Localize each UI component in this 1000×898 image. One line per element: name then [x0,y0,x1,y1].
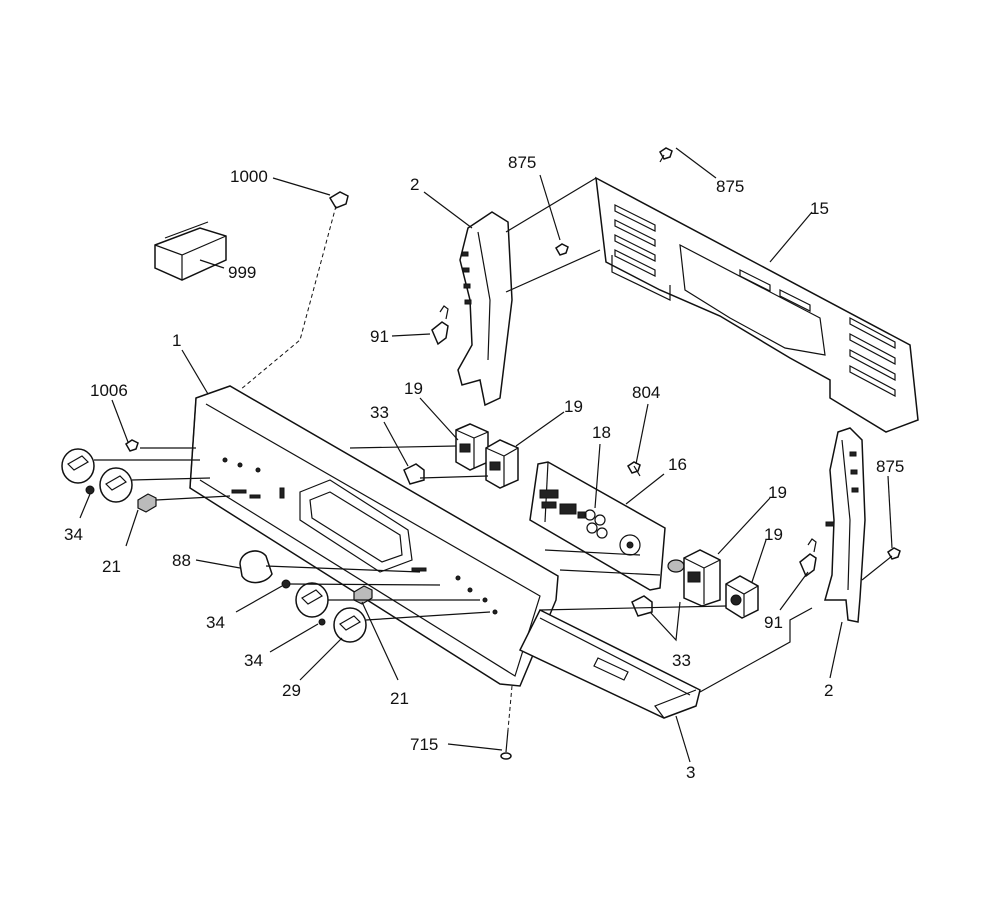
callout-88: 88 [172,551,191,570]
clip-33-a [403,463,425,485]
callout-19-b: 19 [564,397,583,416]
end-bracket-2-left [457,211,513,407]
knob-29 [333,607,367,643]
callout-3: 3 [686,763,695,782]
callout-1: 1 [172,331,181,350]
insert-21-a [137,493,157,513]
callout-34-b: 34 [206,613,225,632]
callout-91-right: 91 [764,613,783,632]
washer-34-a [85,485,95,495]
callout-18: 18 [592,423,611,442]
callout-715: 715 [410,735,438,754]
screw-1006 [125,439,139,452]
callout-19-c: 19 [768,483,787,502]
callout-2-top: 2 [410,175,419,194]
callout-34-a: 34 [64,525,83,544]
screw-875-mid [555,243,569,256]
callout-16: 16 [668,455,687,474]
callout-labels: 1000 999 2 875 875 15 91 1 1006 19 19 33… [64,153,904,782]
callout-875-b: 875 [716,177,744,196]
callout-1000: 1000 [230,167,268,186]
callout-91-left: 91 [370,327,389,346]
switch-19-d [725,575,759,619]
screw-1000 [328,191,349,209]
callout-2-bottom: 2 [824,681,833,700]
callout-33-a: 33 [370,403,389,422]
washer-34-b [281,579,291,589]
knob-34-center [295,582,329,618]
clip-91-right [799,538,817,578]
back-panel-15 [595,176,919,433]
screw-715 [500,729,512,760]
switch-19-a [455,423,489,471]
callout-19-d: 19 [764,525,783,544]
callout-999: 999 [228,263,256,282]
end-bracket-2-right [824,427,866,623]
callout-29: 29 [282,681,301,700]
callout-21-a: 21 [102,557,121,576]
switch-19-c [683,549,721,607]
callout-875-c: 875 [876,457,904,476]
callout-33-b: 33 [672,651,691,670]
knob-34-lower-left [99,467,133,503]
callout-21-b: 21 [390,689,409,708]
control-board-16 [529,461,685,591]
switch-19-b [485,439,519,489]
knob-34-upper-left [61,448,95,484]
clip-33-b [631,595,653,617]
trim-strip-3 [518,608,701,719]
washer-34-c [318,618,326,626]
callout-15: 15 [810,199,829,218]
assembly-lines [94,177,893,731]
callout-875-a: 875 [508,153,536,172]
block-999 [154,221,227,281]
callout-804: 804 [632,383,660,402]
clip-91-left [431,305,449,346]
callout-34-c: 34 [244,651,263,670]
screw-804 [627,461,641,474]
callout-19-a: 19 [404,379,423,398]
control-panel-1 [189,385,559,687]
knob-88 [239,550,273,584]
callout-1006: 1006 [90,381,128,400]
screw-875-top [659,147,673,163]
callout-leaders [79,147,893,763]
